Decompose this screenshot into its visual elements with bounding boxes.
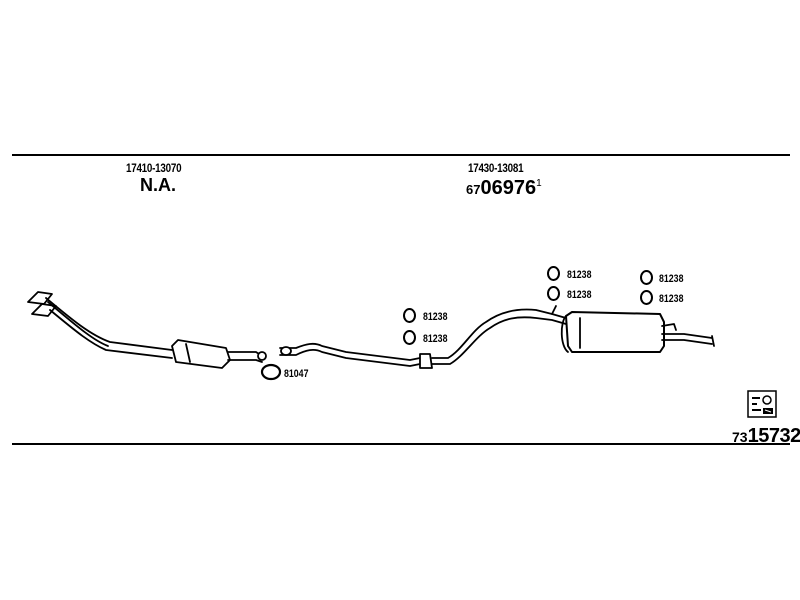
intermediate-pipe-bot — [279, 348, 421, 367]
rear-silencer-end — [560, 315, 569, 353]
ring-label: 81238 — [423, 333, 448, 345]
tailpipe-bot — [661, 339, 713, 345]
mid-pipe-b — [227, 359, 263, 363]
ring-label: 81238 — [659, 293, 684, 305]
ring-label: 81238 — [567, 289, 592, 301]
center-catalog-number: 67069761 — [466, 177, 542, 200]
rear-pipe-top — [431, 308, 567, 359]
exhaust-pipes — [27, 291, 715, 369]
pipe-sleeve — [419, 353, 433, 369]
front-silencer — [171, 339, 231, 369]
ring-label: 81238 — [423, 311, 448, 323]
rear-pipe-bot — [431, 316, 567, 365]
rear-silencer — [565, 311, 665, 353]
center-catalog-prefix: 67 — [466, 182, 481, 197]
figure-number: 7315732 — [732, 425, 800, 448]
tailpipe-top — [661, 333, 713, 339]
center-part-number: 17430-13081 — [468, 161, 524, 175]
figure-number-prefix: 73 — [732, 429, 748, 445]
clamp-ring-icon — [260, 363, 282, 381]
rubber-ring-icon — [640, 270, 653, 285]
top-rule — [12, 154, 790, 156]
rubber-ring-icon — [403, 330, 416, 345]
rubber-ring-icon — [547, 286, 560, 301]
front-pipe-inner — [47, 301, 109, 347]
front-pipe-lower — [49, 309, 173, 359]
ring-label: 81238 — [567, 269, 592, 281]
front-flange — [27, 291, 53, 305]
center-catalog-sup: 1 — [536, 178, 542, 189]
flange-joint-a — [257, 351, 267, 361]
front-pipe-upper — [45, 297, 173, 351]
flange-joint-b — [280, 346, 292, 356]
bottom-rule — [12, 443, 790, 445]
left-status: N.A. — [140, 175, 176, 195]
rubber-ring-icon — [403, 308, 416, 323]
rear-pipe-hanger — [551, 305, 557, 315]
tailpipe-tip — [711, 335, 715, 347]
mid-pipe-a — [227, 351, 263, 357]
ring-label: 81238 — [659, 273, 684, 285]
catalog-logo-icon — [747, 390, 777, 418]
clamp-label: 81047 — [284, 368, 309, 380]
figure-number-main: 15732 — [747, 425, 800, 447]
rubber-ring-icon — [547, 266, 560, 281]
intermediate-pipe-top — [279, 342, 421, 361]
silencer-hanger — [661, 323, 677, 331]
rubber-ring-icon — [640, 290, 653, 305]
left-part-number: 17410-13070 — [126, 161, 182, 175]
center-catalog-main: 06976 — [480, 177, 537, 199]
front-silencer-inner — [185, 343, 191, 363]
